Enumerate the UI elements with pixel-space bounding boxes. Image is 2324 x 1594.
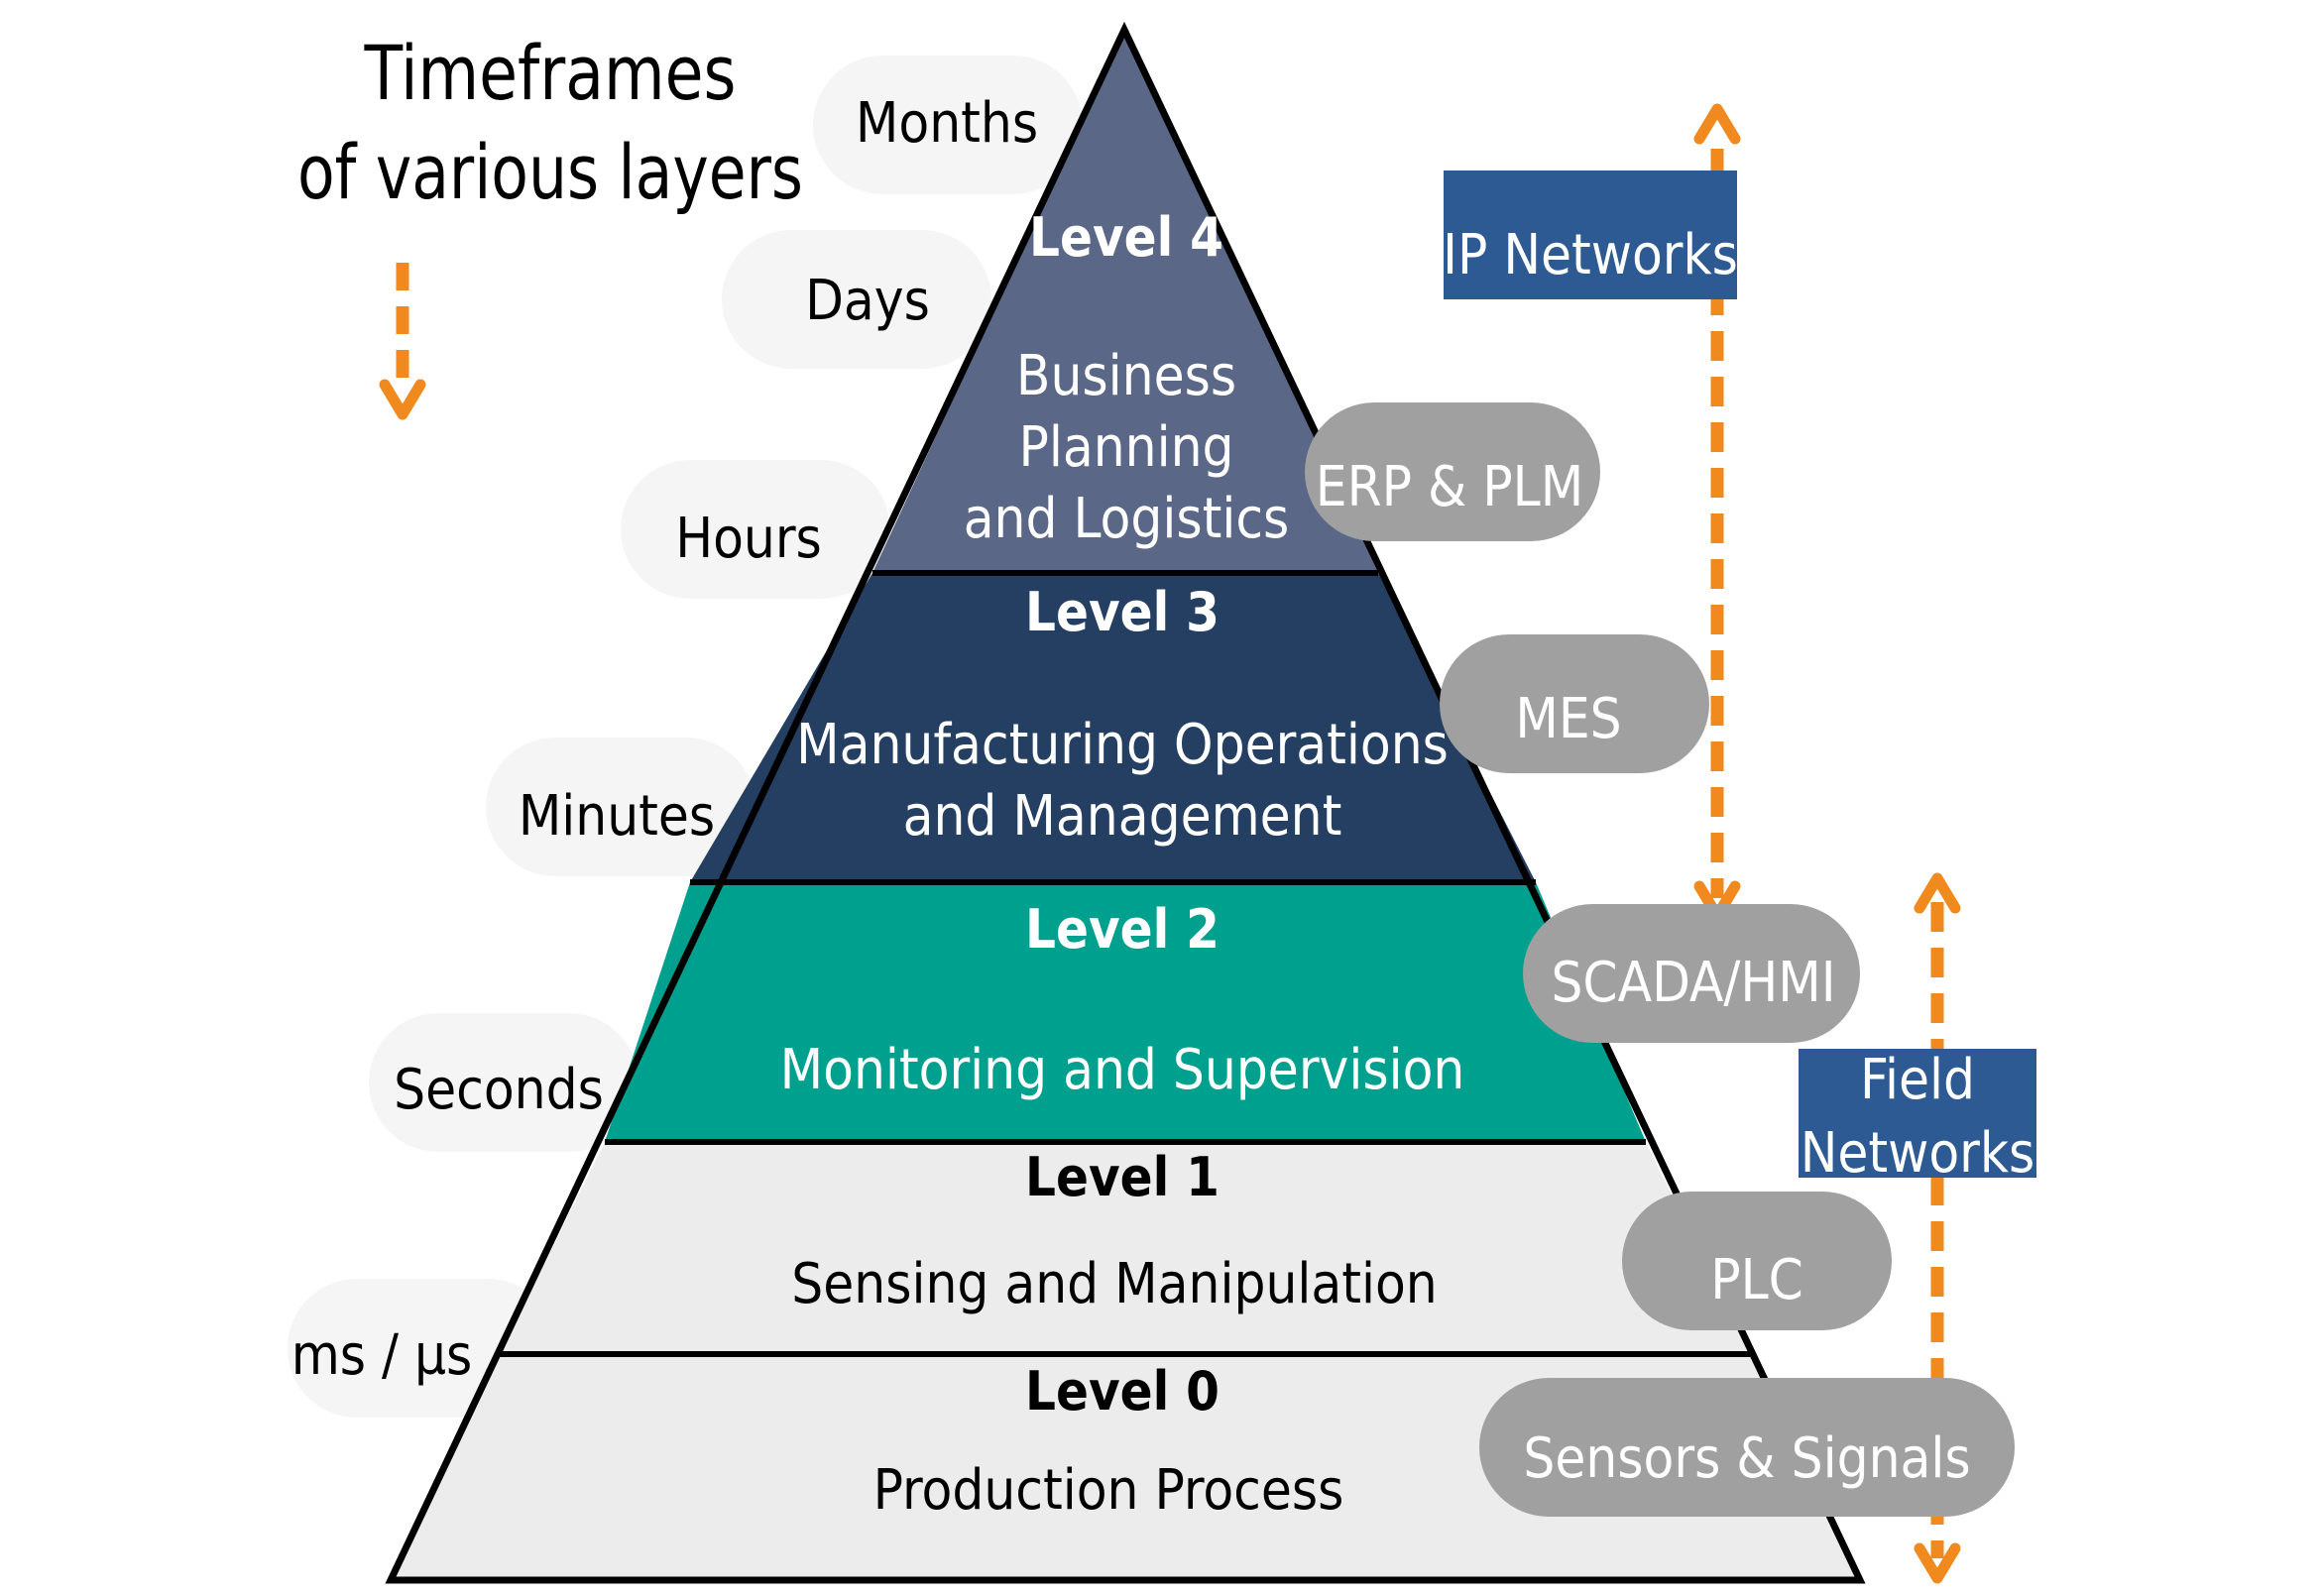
system-mes: MES [1515,687,1621,751]
system-plc: PLC [1710,1248,1803,1312]
system-pills: ERP & PLM MES SCADA/HMI PLC Sensors & Si… [1305,402,2015,1517]
system-pill-scada [1523,904,1860,1043]
level3-desc-line-1: Manufacturing Operations [796,713,1449,777]
pyramid-outline [385,21,1866,1584]
title-line-2: of various layers [297,128,803,216]
level3-band [690,573,1536,882]
level2-desc-line-1: Monitoring and Supervision [780,1038,1465,1102]
timeframe-pill-seconds [369,1013,639,1152]
timeframe-days: Days [805,269,930,333]
ip-networks-label: IP Networks [1443,223,1738,287]
timeframe-arrow [379,263,426,420]
pyramid [385,21,1866,1584]
timeframe-pills: Months Days Hours Minutes Seconds ms / µ… [288,56,1083,1418]
timeframe-minutes: Minutes [519,784,715,849]
level1-title: Level 1 [1025,1146,1220,1208]
level0-desc-line-1: Production Process [873,1458,1344,1523]
title-line-1: Timeframes [364,29,737,117]
level4-title: Level 4 [1029,206,1223,269]
timeframe-hours: Hours [675,507,822,571]
level4-desc-line-3: and Logistics [964,487,1290,551]
timeframe-pill-months [813,56,1083,194]
timeframe-seconds: Seconds [394,1058,604,1122]
level2-band [605,882,1646,1142]
system-sensors-signals: Sensors & Signals [1523,1426,1970,1491]
level4-desc-line-2: Planning [1018,415,1233,480]
system-pill-erp [1305,402,1600,541]
level4-desc-line-1: Business [1016,344,1236,408]
timeframe-ms: ms / µs [291,1323,473,1388]
field-networks-arrow [1914,872,1961,1584]
field-networks-label-line-2: Networks [1801,1121,2035,1186]
system-pill-plc [1622,1192,1892,1330]
level-labels: Level 4 Business Planning and Logistics … [780,206,1465,1523]
timeframe-pill-hours [621,460,890,599]
field-networks-box [1799,1049,2036,1178]
timeframe-pill-days [722,230,991,369]
level2-title: Level 2 [1025,898,1220,961]
system-scada-hmi: SCADA/HMI [1551,951,1835,1015]
level1-band [500,1142,1750,1354]
timeframe-months: Months [856,91,1038,156]
field-networks-label-line-1: Field [1860,1048,1975,1112]
level3-title: Level 3 [1025,581,1220,643]
level1-desc-line-1: Sensing and Manipulation [791,1252,1438,1316]
system-pill-mes [1440,634,1709,773]
level4-band [872,30,1378,573]
level0-title: Level 0 [1025,1360,1220,1423]
timeframe-pill-minutes [486,738,755,876]
system-erp-plm: ERP & PLM [1316,455,1583,519]
system-pill-sensors [1479,1378,2015,1517]
ip-networks-box [1444,171,1737,299]
level3-desc-line-2: and Management [903,784,1342,849]
